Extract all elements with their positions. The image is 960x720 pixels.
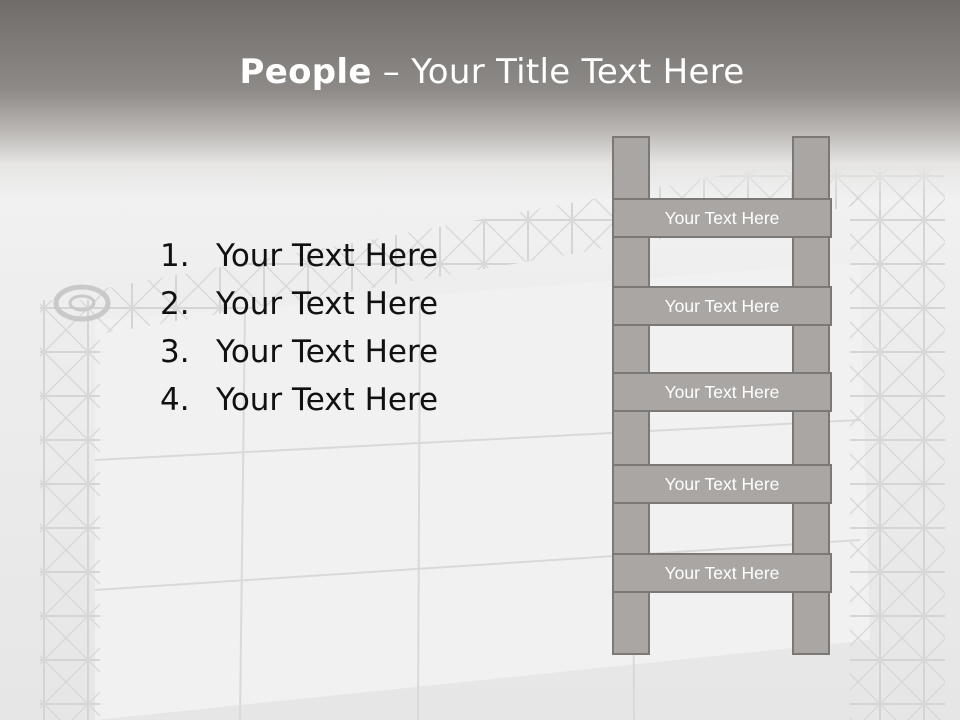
list-text: Your Text Here bbox=[216, 286, 439, 322]
list-number: 4. bbox=[160, 382, 190, 418]
title-rest: – Your Title Text Here bbox=[371, 52, 745, 92]
list-item[interactable]: 4. Your Text Here bbox=[160, 377, 438, 425]
numbered-list: 1. Your Text Here 2. Your Text Here 3. Your… bbox=[160, 233, 438, 425]
rung-label: Your Text Here bbox=[664, 208, 780, 228]
list-item[interactable]: 2. Your Text Here bbox=[160, 281, 438, 329]
slide-title[interactable]: People – Your Title Text Here bbox=[0, 52, 960, 92]
ladder-rung-5[interactable]: Your Text Here bbox=[612, 553, 832, 593]
list-number: 3. bbox=[160, 334, 190, 370]
ladder-rung-4[interactable]: Your Text Here bbox=[612, 464, 832, 504]
title-bold: People bbox=[239, 52, 372, 92]
list-item[interactable]: 3. Your Text Here bbox=[160, 329, 438, 377]
ladder-rung-3[interactable]: Your Text Here bbox=[612, 372, 832, 412]
rung-label: Your Text Here bbox=[664, 474, 780, 494]
list-text: Your Text Here bbox=[216, 334, 439, 370]
list-number: 2. bbox=[160, 286, 190, 322]
ladder-rung-2[interactable]: Your Text Here bbox=[612, 286, 832, 326]
ladder-rung-1[interactable]: Your Text Here bbox=[612, 198, 832, 238]
rung-label: Your Text Here bbox=[664, 563, 780, 583]
rung-label: Your Text Here bbox=[664, 296, 780, 316]
list-text: Your Text Here bbox=[216, 238, 439, 274]
list-number: 1. bbox=[160, 238, 190, 274]
list-text: Your Text Here bbox=[216, 382, 439, 418]
rung-label: Your Text Here bbox=[664, 382, 780, 402]
list-item[interactable]: 1. Your Text Here bbox=[160, 233, 438, 281]
